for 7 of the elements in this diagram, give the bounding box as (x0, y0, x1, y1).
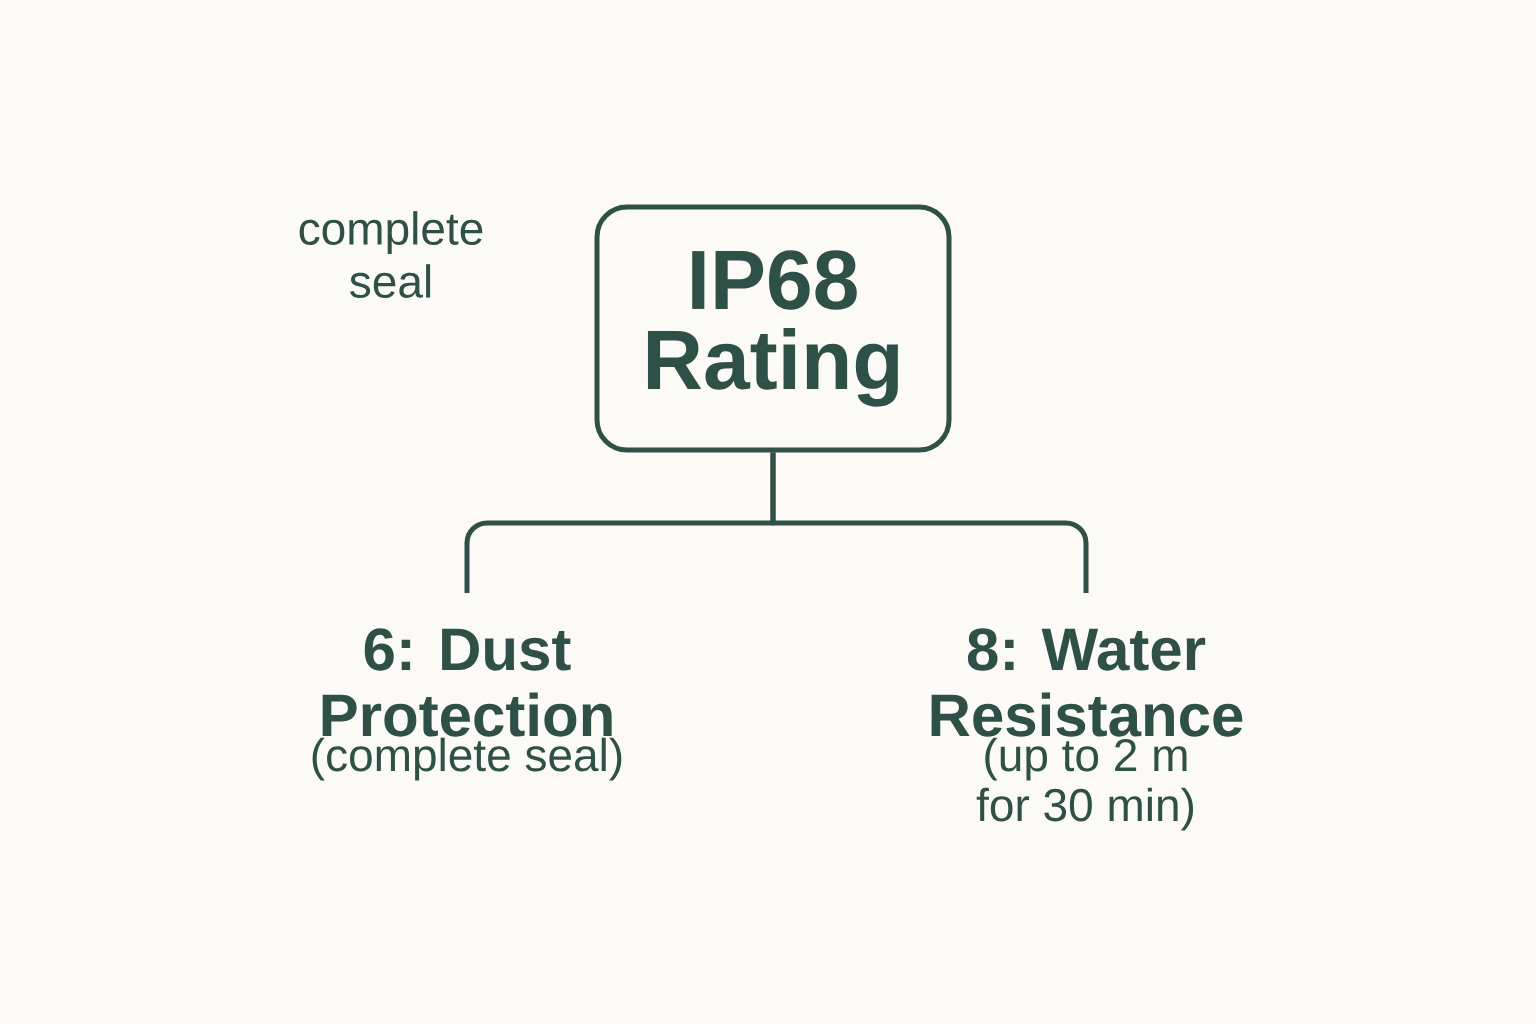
connector-line (770, 452, 1089, 593)
note-text: complete seal (299, 211, 483, 298)
rounded-box: IP68 Rating (594, 204, 952, 453)
detail-text: (up to 2 m for 30 min) (976, 737, 1193, 831)
detail-text: (complete seal) (312, 737, 622, 781)
heading: 6: Dust Protection (322, 628, 612, 737)
heading: 8: Water Resistance (931, 628, 1243, 737)
